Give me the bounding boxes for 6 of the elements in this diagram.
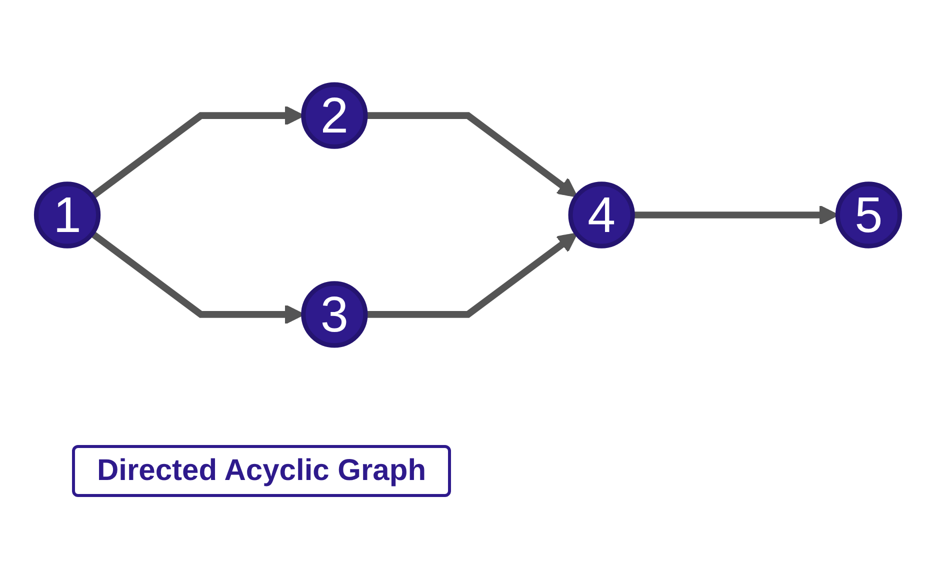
node-circle: 3 xyxy=(301,281,368,348)
node-circle: 4 xyxy=(568,182,635,248)
node-circle: 5 xyxy=(835,182,902,248)
diagram-title: Directed Acyclic Graph xyxy=(72,445,452,497)
node-circle: 1 xyxy=(34,182,101,248)
node-circle: 2 xyxy=(301,82,368,149)
